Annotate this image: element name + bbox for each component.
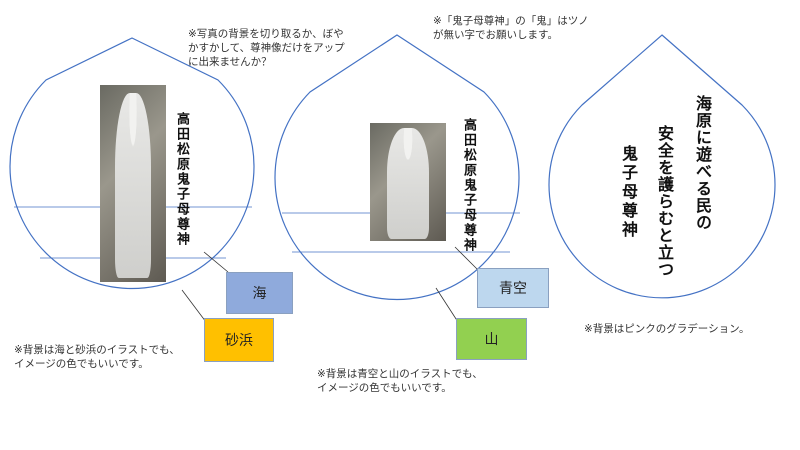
connector bbox=[454, 246, 479, 271]
note-sea-background: ※背景は海と砂浜のイラストでも、 イメージの色でもいいです。 bbox=[14, 344, 180, 370]
vertical-title: 高田松原鬼子母尊神 bbox=[174, 112, 189, 247]
poem-line-3: 鬼子母尊神 bbox=[619, 145, 638, 240]
statue-photo bbox=[100, 85, 166, 282]
connector bbox=[181, 289, 207, 323]
note-photo-background: ※写真の背景を切り取るか、ぼや かすかして、尊神像だけをアップ に出来ませんか？ bbox=[188, 28, 345, 68]
connector bbox=[203, 251, 229, 273]
note-sky-background: ※背景は青空と山のイラストでも、 イメージの色でもいいです。 bbox=[317, 368, 483, 394]
label-blue-sky: 青空 bbox=[477, 268, 549, 308]
poem-line-2: 安全を護らむと立つ bbox=[655, 125, 674, 278]
connector bbox=[435, 287, 459, 323]
vertical-title: 高田松原鬼子母尊神 bbox=[461, 118, 476, 253]
label-sand-beach: 砂浜 bbox=[204, 318, 274, 362]
poem-line-1: 海原に遊べる民の bbox=[693, 95, 712, 231]
label-sea: 海 bbox=[226, 272, 293, 314]
label-mountain: 山 bbox=[456, 318, 527, 360]
drop-right bbox=[548, 34, 776, 299]
note-pink-background: ※背景はピンクのグラデーション。 bbox=[584, 323, 750, 335]
drop-middle bbox=[274, 34, 520, 301]
statue-photo bbox=[370, 123, 446, 241]
note-kanji: ※「鬼子母尊神」の「鬼」はツノ が無い字でお願いします。 bbox=[433, 15, 589, 41]
drop-left bbox=[9, 37, 255, 290]
